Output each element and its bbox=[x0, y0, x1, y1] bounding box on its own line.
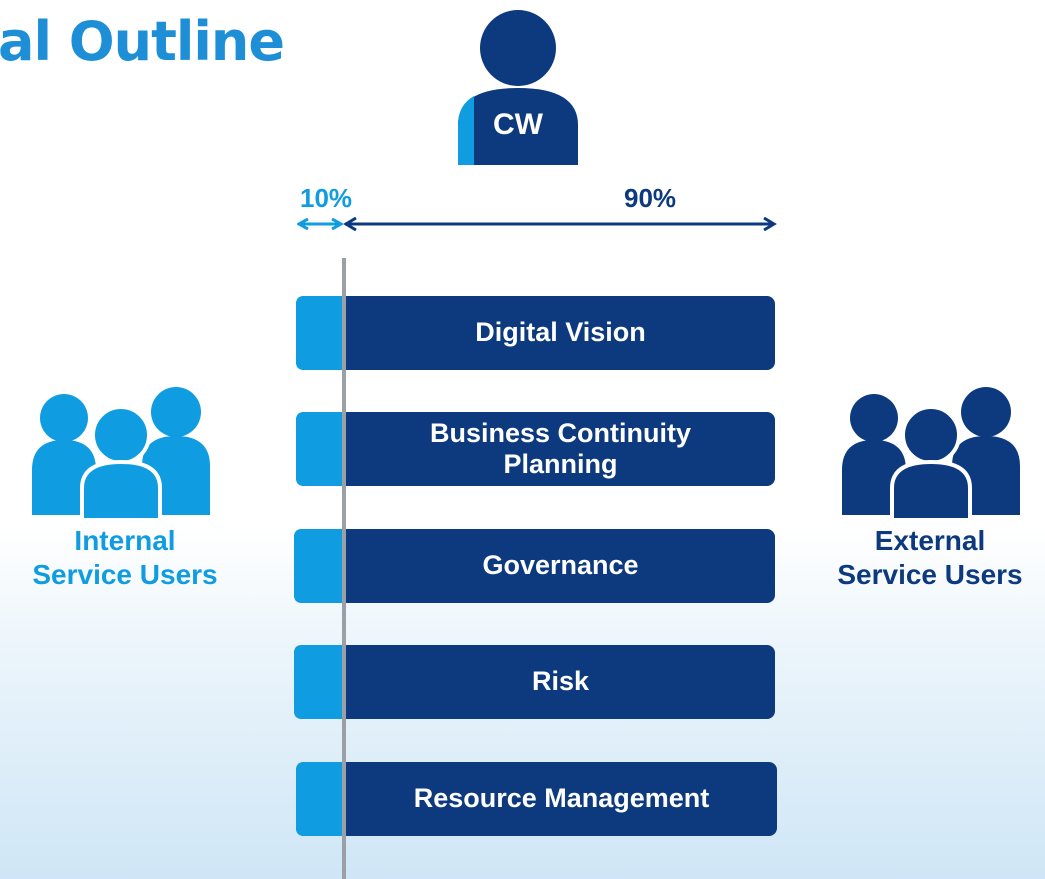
external-users-label: External Service Users bbox=[837, 525, 1023, 590]
percent-label-left: 10% bbox=[300, 183, 353, 213]
group-icon bbox=[32, 387, 210, 522]
bar-risk bbox=[294, 645, 775, 719]
bar-business-continuity bbox=[296, 412, 775, 486]
bar-label: Risk bbox=[531, 666, 590, 697]
bar-label: Governance bbox=[482, 550, 639, 581]
bar-label: Business Continuity Planning bbox=[429, 417, 692, 479]
bar-label: Digital Vision bbox=[475, 317, 646, 348]
bar-digital-vision bbox=[296, 296, 775, 370]
page-title: al Outline bbox=[0, 10, 285, 73]
person-icon bbox=[458, 10, 578, 165]
percent-label-right: 90% bbox=[624, 183, 677, 213]
bar-governance bbox=[294, 529, 775, 603]
bar-label: Resource Management bbox=[413, 783, 710, 814]
internal-users-label: Internal Service Users bbox=[32, 525, 218, 590]
group-icon bbox=[842, 387, 1020, 522]
cw-label: CW bbox=[493, 107, 543, 141]
bar-resource-management bbox=[296, 762, 777, 836]
